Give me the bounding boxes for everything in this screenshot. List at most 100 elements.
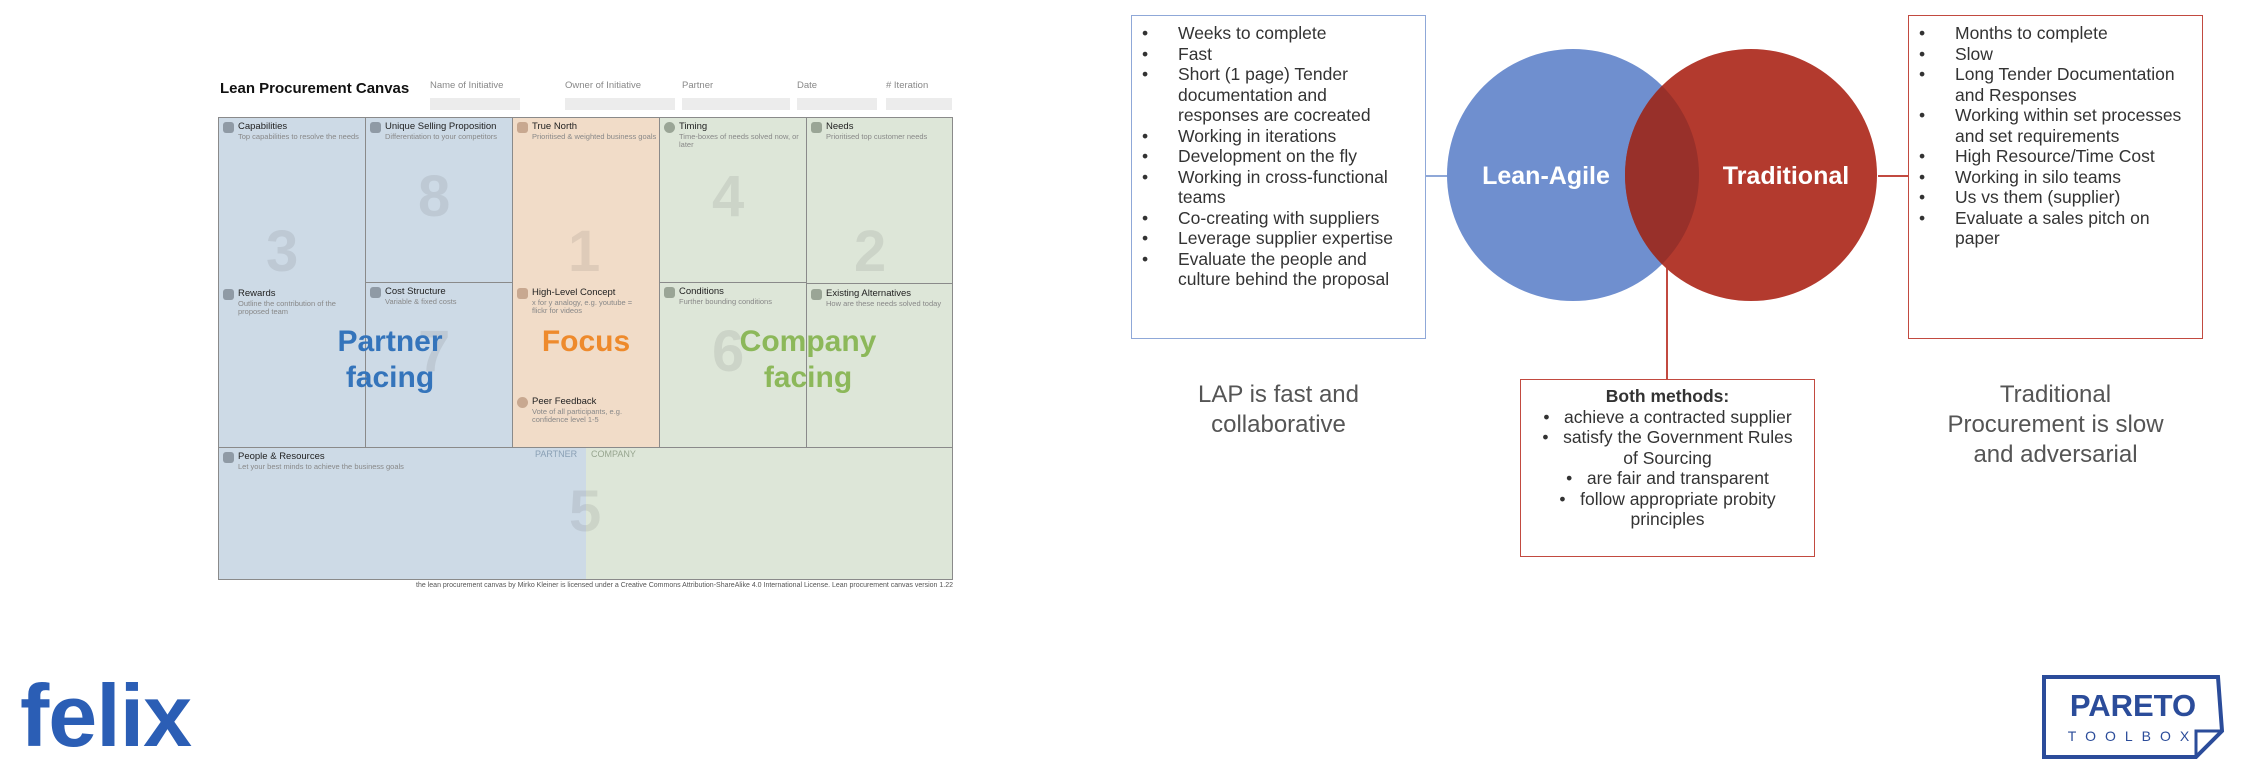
meta-label: # Iteration xyxy=(886,80,929,91)
company-facing-label: Company facing xyxy=(718,324,898,396)
partner-facing-line2: facing xyxy=(345,361,435,394)
traditional-item-line: Us vs them (supplier) xyxy=(1955,187,2121,207)
lean-item-line: Development on the fly xyxy=(1178,146,1357,166)
meta-input-box[interactable] xyxy=(565,98,675,110)
traditional-item-line: Working in silo teams xyxy=(1955,166,2121,187)
cell-subtitle: Variable & fixed costs xyxy=(385,297,457,306)
traditional-item: High Resource/Time Cost xyxy=(1919,146,2202,167)
cell-people-resources[interactable]: People & Resources Let your best minds t… xyxy=(218,447,953,580)
cell-needs[interactable]: Needs Prioritised top customer needs 2 E… xyxy=(806,117,953,448)
felix-logo: felix xyxy=(20,666,192,765)
traditional-item-line: Long Tender Documentation xyxy=(1955,64,2175,84)
lean-item-line: documentation and xyxy=(1178,84,1327,105)
company-tag: COMPANY xyxy=(591,449,636,459)
cell-number: 1 xyxy=(568,219,601,284)
meta-label: Partner xyxy=(682,80,714,91)
cell-number: 3 xyxy=(266,219,299,284)
traditional-item-line: and Responses xyxy=(1955,84,2077,105)
both-item-line: • are fair and transparent xyxy=(1521,468,1814,489)
cell-cost-structure[interactable]: Cost Structure Variable & fixed costs 7 xyxy=(365,282,513,448)
lean-caption-line: LAP is fast and xyxy=(1198,381,1359,408)
both-item-text: satisfy the Government Rules xyxy=(1563,427,1793,447)
partner-facing-label: Partner facing xyxy=(300,324,480,396)
meta-label: Name of Initiative xyxy=(430,80,504,91)
meta-owner-of-initiative[interactable]: Owner of Initiative xyxy=(565,80,675,110)
cell-true-north[interactable]: True North Prioritised & weighted busine… xyxy=(512,117,660,448)
alternatives-icon xyxy=(811,289,822,300)
traditional-item: Working in silo teams xyxy=(1919,166,2202,188)
cell-capabilities[interactable]: Capabilities Top capabilities to resolve… xyxy=(218,117,366,448)
both-item-line: • satisfy the Government Rules xyxy=(1521,427,1814,448)
pareto-toolbox-logo: PARETO TOOLBOX xyxy=(2042,675,2225,759)
traditional-item-line: Working within set processes xyxy=(1955,105,2182,125)
both-methods-box: Both methods: • achieve a contracted sup… xyxy=(1520,379,1815,557)
lean-item-line: Short (1 page) Tender xyxy=(1178,64,1348,84)
lean-connector xyxy=(1426,175,1450,177)
cell-title: Unique Selling Proposition xyxy=(385,121,497,132)
lean-item: Working in iterations xyxy=(1142,126,1425,147)
meta-label: Date xyxy=(797,80,818,91)
meta-date[interactable]: Date xyxy=(797,80,877,110)
traditional-item-line: and set requirements xyxy=(1955,125,2120,146)
lean-item: Weeks to complete xyxy=(1142,23,1425,44)
traditional-connector xyxy=(1878,175,1908,177)
meta-input-box[interactable] xyxy=(682,98,790,110)
cell-conditions[interactable]: Conditions Further bounding conditions 6 xyxy=(659,282,807,448)
traditional-item-line: Slow xyxy=(1955,43,1993,64)
lean-item-line: responses are cocreated xyxy=(1178,105,1371,125)
cell-number: 2 xyxy=(854,219,887,284)
canvas-title: Lean Procurement Canvas xyxy=(220,80,410,97)
lean-item: Development on the fly xyxy=(1142,146,1425,167)
meta-name-of-initiative[interactable]: Name of Initiative xyxy=(430,80,520,110)
cell-title: Needs xyxy=(826,121,854,132)
cell-unique-selling-proposition[interactable]: Unique Selling Proposition Differentiati… xyxy=(365,117,513,283)
rewards-title: Rewards xyxy=(238,288,276,299)
both-methods-list: • achieve a contracted supplier• satisfy… xyxy=(1521,407,1814,530)
cell-subtitle: Top capabilities to resolve the needs xyxy=(238,132,359,141)
cell-number: 8 xyxy=(418,164,451,229)
meta-iteration[interactable]: # Iteration xyxy=(886,80,952,110)
meta-partner[interactable]: Partner xyxy=(682,80,790,110)
rewards-subtitle: Outline the contribution of the proposed… xyxy=(238,299,336,316)
both-methods-title: Both methods: xyxy=(1605,386,1730,406)
both-item-text: are fair and transparent xyxy=(1586,468,1769,488)
lean-item-line: Fast xyxy=(1178,43,1213,64)
pareto-logo-bottom: TOOLBOX xyxy=(2068,728,2198,744)
cost-icon xyxy=(370,287,381,298)
traditional-caption-line: Procurement is slow xyxy=(1947,411,2164,438)
traditional-circle xyxy=(1625,49,1877,301)
both-item: • are fair and transparent xyxy=(1521,468,1814,489)
lean-item-line: Evaluate the people and xyxy=(1178,248,1367,269)
cell-subtitle: Prioritised & weighted business goals xyxy=(532,132,657,141)
cell-title: Conditions xyxy=(679,286,724,297)
meta-input-box[interactable] xyxy=(886,98,952,110)
lean-item: Co-creating with suppliers xyxy=(1142,208,1425,229)
traditional-caption: Traditional Procurement is slow and adve… xyxy=(1908,380,2203,470)
cell-title: True North xyxy=(532,121,578,132)
meta-input-box[interactable] xyxy=(430,98,520,110)
cell-title: Capabilities xyxy=(238,121,288,132)
both-item-text: of Sourcing xyxy=(1623,447,1712,468)
partner-tag: PARTNER xyxy=(535,449,578,459)
lean-item: Leverage supplier expertise xyxy=(1142,228,1425,249)
lean-item-line: culture behind the proposal xyxy=(1178,269,1390,289)
usp-icon xyxy=(370,122,381,133)
rewards-icon xyxy=(223,289,234,300)
meta-input-box[interactable] xyxy=(797,98,877,110)
peer-title: Peer Feedback xyxy=(532,396,597,407)
lean-agile-circle xyxy=(1447,49,1699,301)
peer-subtitle: Vote of all participants, e.g. confidenc… xyxy=(532,407,623,424)
partner-facing-line1: Partner xyxy=(337,325,443,358)
cell-subtitle: Differentiation to your competitors xyxy=(385,132,497,141)
traditional-item-line: High Resource/Time Cost xyxy=(1955,146,2155,166)
alternatives-subtitle: How are these needs solved today xyxy=(826,299,942,308)
traditional-item: Months to complete xyxy=(1919,23,2202,44)
compass-icon xyxy=(517,122,528,133)
people-icon xyxy=(223,452,234,463)
lean-item-line: Weeks to complete xyxy=(1178,23,1327,43)
cell-number: 6 xyxy=(712,319,745,384)
cell-timing[interactable]: Timing Time-boxes of needs solved now, o… xyxy=(659,117,807,283)
